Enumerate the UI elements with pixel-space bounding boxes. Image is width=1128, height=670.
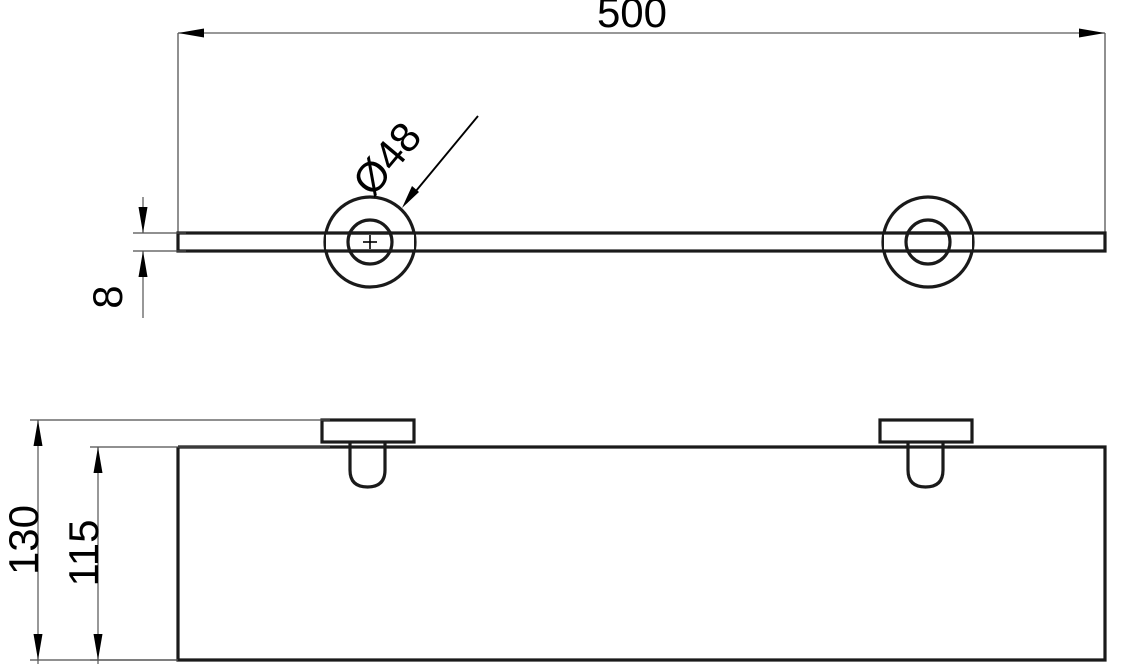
leader-line [405,115,479,204]
bracket-left-post [348,438,387,489]
flange-left-inner-circle [346,218,394,266]
bracket-right-post [906,438,945,489]
flange-right [881,195,975,289]
thickness-arrowhead-top [138,207,148,233]
leader-arrowhead [402,186,419,208]
flange-left-center-mark [363,235,377,249]
top-view: 500 [84,0,1107,318]
flange-right-inner-circle [904,218,952,266]
arrowhead-left [178,28,204,38]
dimension-label-500: 500 [597,0,667,36]
bracket-left [320,418,416,489]
height-115-arrowhead-top [93,447,103,473]
dimension-130-height: 130 [0,419,330,664]
height-130-arrowhead-bottom [33,634,43,660]
dimension-500-width: 500 [177,0,1106,236]
dimension-diameter-48: Ø48 [343,113,479,208]
bracket-right-plate [878,418,974,444]
height-130-arrowhead-top [33,420,43,446]
shelf-body-outline [176,445,1107,662]
arrowhead-right [1079,28,1105,38]
bracket-right [878,418,974,489]
bracket-left-plate [320,418,416,444]
dimension-8-thickness: 8 [84,197,186,318]
front-view: 130 115 [0,418,1107,664]
thickness-arrowhead-bottom [138,251,148,277]
dimension-label-115: 115 [60,520,107,587]
flange-left [323,195,417,289]
dimension-115-height: 115 [60,446,330,664]
height-115-arrowhead-bottom [93,634,103,660]
flange-right-band-mask [884,234,972,250]
dimension-label-8: 8 [84,285,131,308]
dimension-label-130: 130 [0,505,47,575]
